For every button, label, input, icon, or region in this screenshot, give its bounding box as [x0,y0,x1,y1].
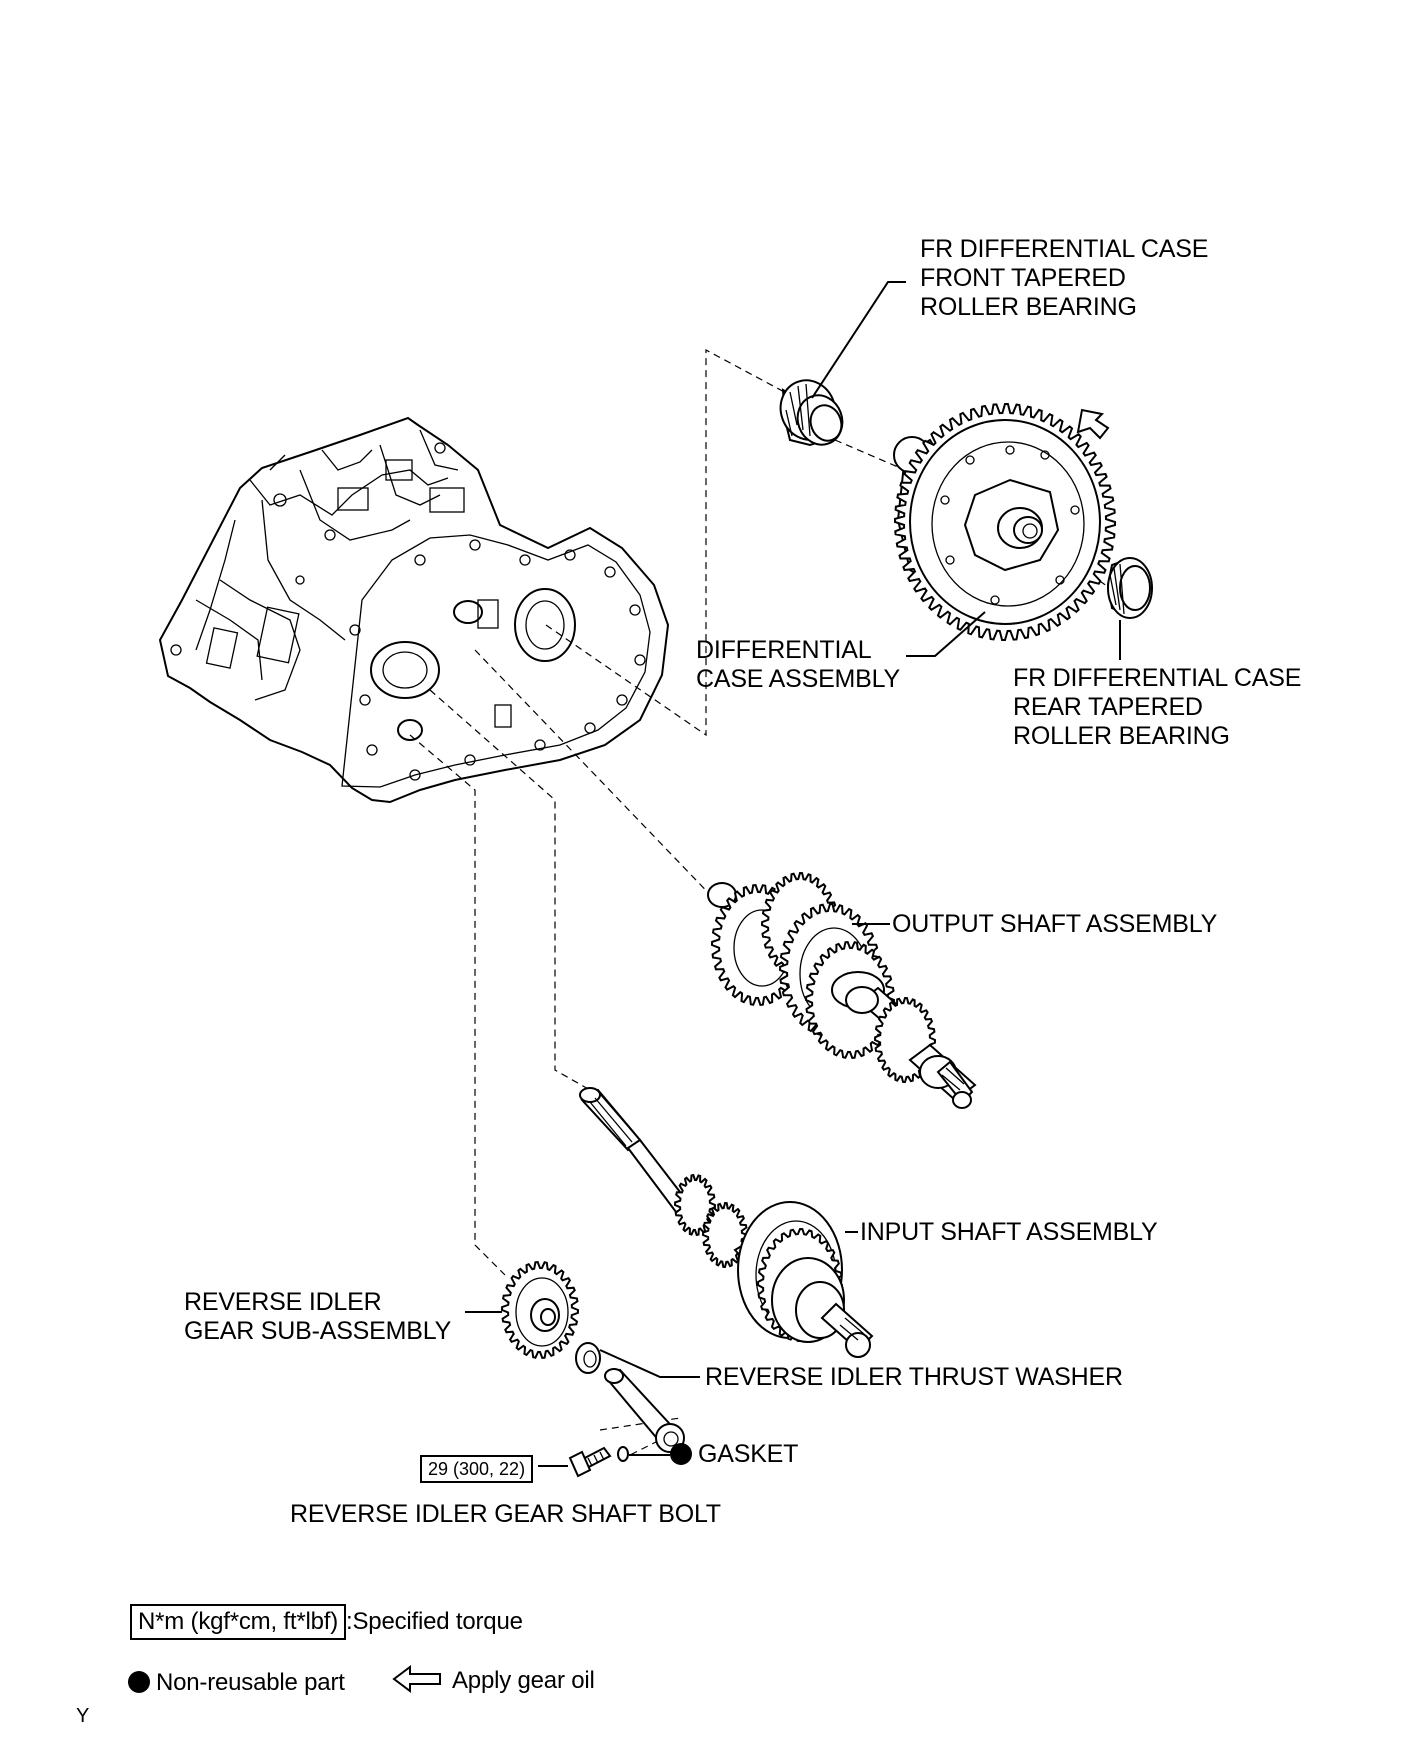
gasket-drawing [617,1446,629,1462]
transaxle-case-drawing [158,416,670,804]
torque-value-box: 29 (300, 22) [420,1455,534,1483]
label-line: CASE ASSEMBLY [696,665,900,693]
input-shaft-assembly-drawing [579,1087,874,1358]
label-reverse-idler-gear-shaft-bolt: REVERSE IDLER GEAR SHAFT BOLT [290,1500,721,1528]
label-rear-tapered-roller-bearing: FR DIFFERENTIAL CASE REAR TAPERED ROLLER… [1013,664,1301,751]
reverse-idler-gear-drawing [500,1261,580,1359]
label-differential-case-assembly: DIFFERENTIAL CASE ASSEMBLY [696,636,900,694]
front-tapered-roller-bearing-drawing [779,379,844,447]
legend-non-reusable: Non-reusable part [128,1668,345,1697]
legend-non-reusable-text: Non-reusable part [156,1669,345,1696]
label-line: FRONT TAPERED [920,264,1126,292]
rear-tapered-roller-bearing-drawing [1106,557,1153,619]
apply-gear-oil-arrow-icon [1076,408,1110,440]
label-line: DIFFERENTIAL [696,636,872,664]
label-line: GEAR SUB-ASSEMBLY [184,1317,452,1345]
label-front-tapered-roller-bearing: FR DIFFERENTIAL CASE FRONT TAPERED ROLLE… [920,235,1208,322]
hollow-left-arrow-icon [392,1665,441,1693]
label-line: ROLLER BEARING [1013,722,1230,750]
label-line: FR DIFFERENTIAL CASE [920,235,1209,263]
legend-torque: N*m (kgf*cm, ft*lbf):Specified torque [130,1604,523,1640]
label-reverse-idler-gear-sub-assembly: REVERSE IDLER GEAR SUB-ASSEMBLY [184,1288,451,1346]
gasket-label-text: GASKET [698,1440,799,1468]
label-input-shaft-assembly: INPUT SHAFT ASSEMBLY [860,1218,1158,1246]
legend-torque-desc: :Specified torque [346,1608,523,1635]
legend-torque-unit-box: N*m (kgf*cm, ft*lbf) [130,1604,347,1640]
label-line: ROLLER BEARING [920,293,1137,321]
label-gasket: GASKET [670,1440,798,1469]
reverse-idler-gear-shaft-bolt-drawing [568,1446,612,1478]
label-line: FR DIFFERENTIAL CASE [1013,664,1302,692]
filled-circle-icon [128,1671,150,1693]
label-line: REVERSE IDLER [184,1288,382,1316]
output-shaft-assembly-drawing [707,871,977,1109]
legend-apply-oil-text: Apply gear oil [452,1667,595,1694]
label-output-shaft-assembly: OUTPUT SHAFT ASSEMBLY [892,910,1218,938]
label-reverse-idler-thrust-washer: REVERSE IDLER THRUST WASHER [705,1363,1123,1391]
reverse-idler-thrust-washer-drawing [575,1342,601,1374]
differential-case-assembly-drawing [893,403,1116,641]
label-line: REAR TAPERED [1013,693,1203,721]
legend-apply-oil: Apply gear oil [392,1664,595,1695]
leader-lines [465,281,1121,1467]
footer-code: Y [76,1705,90,1727]
non-reusable-dot-icon [670,1443,692,1465]
